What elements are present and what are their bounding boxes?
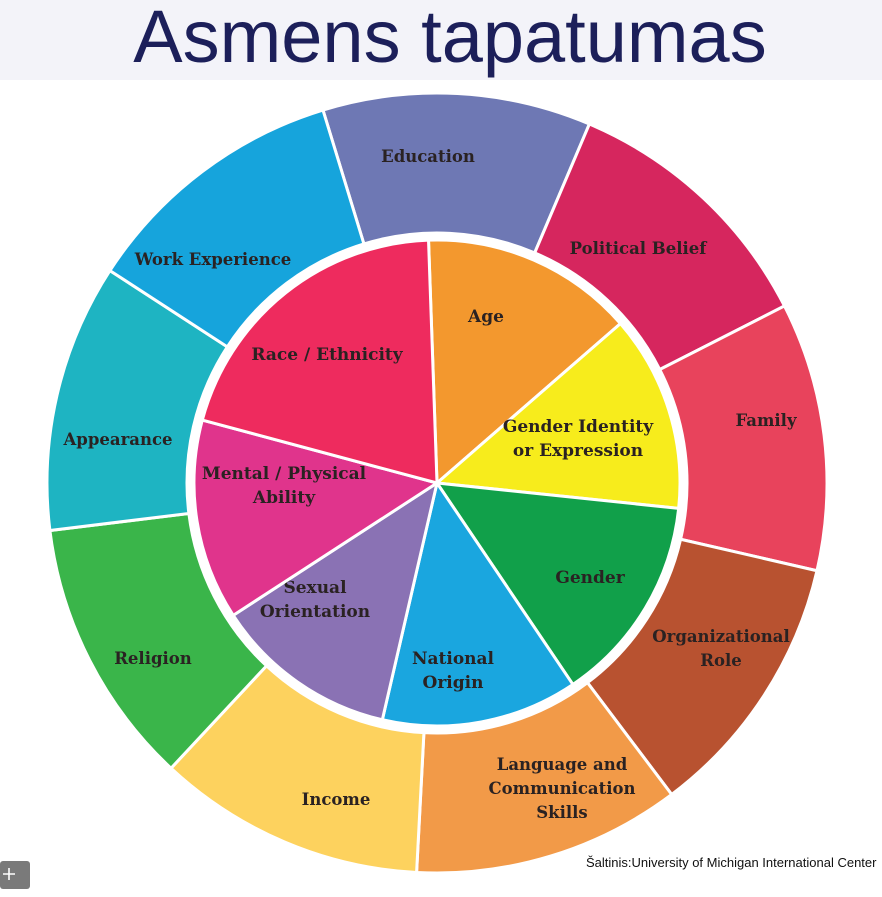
inner-segment-gender	[433, 481, 681, 687]
title-bar	[0, 0, 882, 80]
inner-label-gender: Gender	[555, 568, 625, 588]
outer-label-line: Communication	[489, 779, 636, 798]
outer-label-line: Organizational	[652, 627, 789, 646]
source-caption: Šaltinis:University of Michigan Internat…	[586, 855, 877, 870]
inner-label-line: Mental / Physical	[202, 464, 367, 484]
outer-label-income: Income	[302, 790, 371, 809]
inner-segment-gender-identity-or-expression	[433, 321, 682, 511]
inner-label-age: Age	[467, 307, 504, 327]
outer-label-line: Income	[302, 790, 371, 809]
inner-label-line: Race / Ethnicity	[251, 345, 403, 365]
outer-label-line: Work Experience	[134, 250, 292, 269]
outer-label-work-experience: Work Experience	[134, 250, 292, 269]
outer-label-political-belief: Political Belief	[570, 239, 708, 258]
inner-label-line: Ability	[252, 488, 316, 508]
outer-label-line: Political Belief	[570, 239, 708, 258]
outer-label-appearance: Appearance	[63, 430, 173, 449]
outer-label-line: Religion	[114, 649, 192, 668]
inner-segment-age	[426, 238, 623, 487]
inner-segment-race-ethnicity	[200, 238, 439, 485]
outer-label-line: Skills	[536, 803, 587, 822]
inner-label-line: Age	[467, 307, 504, 327]
outer-label-line: Language and	[497, 755, 628, 774]
outer-label-line: Appearance	[63, 430, 173, 449]
inner-label-line: or Expression	[513, 441, 643, 461]
outer-label-line: Role	[700, 651, 741, 670]
inner-segment-sexual-orientation	[231, 479, 440, 722]
inner-label-line: Sexual	[283, 578, 347, 598]
outer-label-line: Education	[381, 147, 475, 166]
plus-icon	[3, 868, 15, 880]
outer-label-education: Education	[381, 147, 475, 166]
outer-label-family: Family	[735, 411, 796, 430]
inner-label-line: Origin	[423, 673, 484, 693]
add-button[interactable]	[0, 861, 30, 889]
inner-label-gender-identity-or-expression: Gender Identity or Expression	[503, 417, 654, 461]
inner-label-line: Gender	[555, 568, 625, 588]
inner-segment-national-origin	[380, 479, 575, 728]
page-title: Asmens tapatumas	[133, 0, 767, 78]
inner-label-line: Orientation	[260, 602, 370, 622]
inner-label-line: Gender Identity	[503, 417, 654, 437]
inner-label-race-ethnicity: Race / Ethnicity	[251, 345, 403, 365]
inner-label-line: National	[412, 649, 495, 669]
inner-segment-mental-physical-ability	[192, 418, 441, 618]
outer-label-line: Family	[735, 411, 796, 430]
outer-label-religion: Religion	[114, 649, 192, 668]
